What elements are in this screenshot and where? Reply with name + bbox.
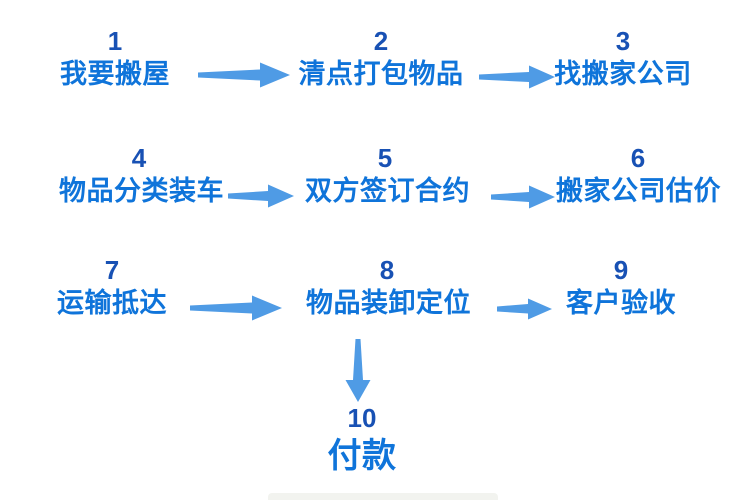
step-label: 运输抵达 (57, 288, 167, 318)
step-9: 9 客户验收 (561, 255, 681, 318)
arrow-right-5-6-icon (491, 185, 555, 209)
step-3: 3 找搬家公司 (551, 26, 695, 89)
step-label: 我要搬屋 (60, 59, 170, 89)
step-label: 清点打包物品 (298, 59, 464, 89)
step-label: 找搬家公司 (554, 59, 692, 89)
step-label: 物品分类装车 (59, 176, 224, 206)
arrow-right-1-2-icon (198, 62, 290, 88)
step-8: 8 物品装卸定位 (306, 255, 471, 318)
step-number: 3 (615, 26, 631, 56)
step-10: 10 付款 (302, 403, 422, 476)
step-label: 搬家公司估价 (556, 176, 721, 206)
step-2: 2 清点打包物品 (296, 26, 466, 89)
step-1: 1 我要搬屋 (55, 26, 175, 89)
step-number: 9 (613, 255, 629, 285)
step-number: 2 (373, 26, 389, 56)
arrow-right-8-9-icon (497, 298, 552, 320)
step-4: 4 物品分类装车 (59, 143, 224, 206)
step-number: 7 (104, 255, 120, 285)
step-label: 客户验收 (566, 288, 676, 318)
step-7: 7 运输抵达 (52, 255, 172, 318)
step-number: 10 (347, 403, 377, 433)
step-label: 付款 (327, 437, 397, 475)
bottom-cutoff-artifact (268, 493, 498, 500)
step-number: 1 (107, 26, 123, 56)
step-number: 5 (377, 143, 393, 173)
step-6: 6 搬家公司估价 (556, 143, 721, 206)
arrow-right-7-8-icon (190, 295, 282, 321)
arrow-right-4-5-icon (228, 184, 294, 208)
step-label: 物品装卸定位 (306, 288, 471, 318)
arrow-down-8-10-icon (345, 339, 371, 402)
step-number: 4 (131, 143, 147, 173)
step-number: 6 (630, 143, 646, 173)
step-5: 5 双方签订合约 (305, 143, 470, 206)
step-number: 8 (379, 255, 395, 285)
arrow-right-2-3-icon (479, 65, 555, 89)
step-label: 双方签订合约 (305, 176, 470, 206)
